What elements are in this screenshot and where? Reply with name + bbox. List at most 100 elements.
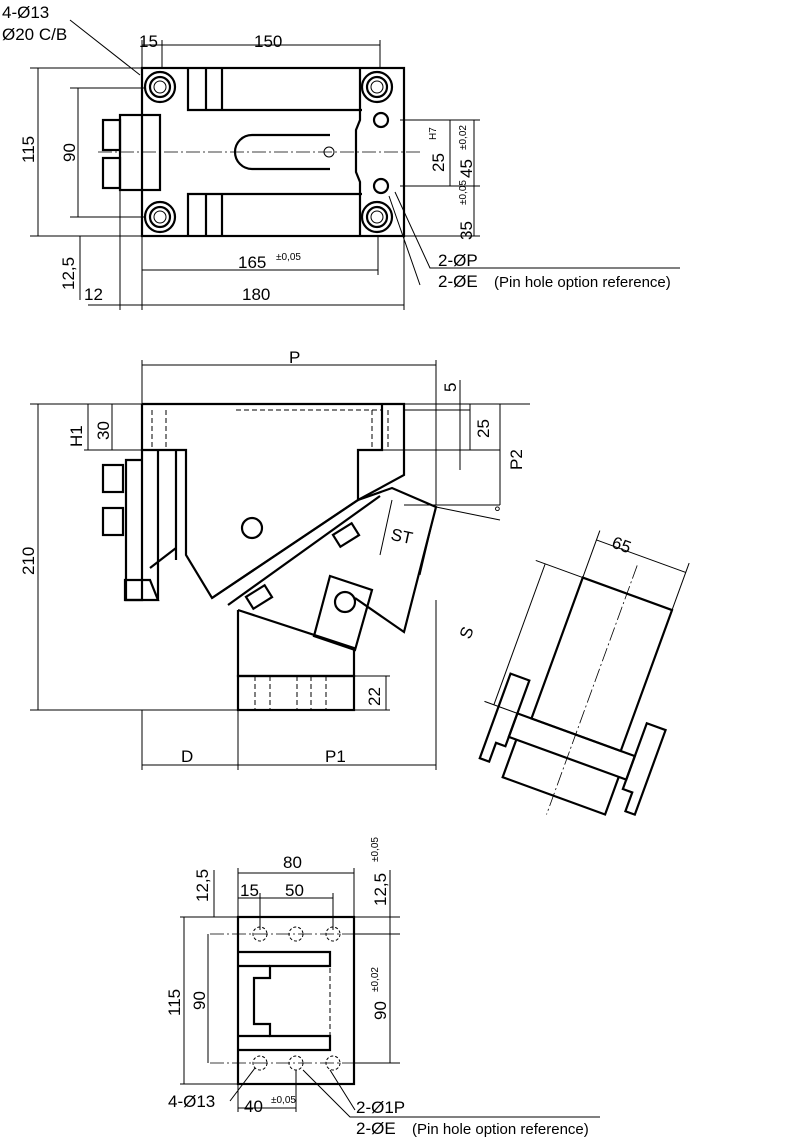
dim-H1: H1 [67, 425, 86, 447]
dim-50: 50 [285, 881, 304, 900]
slot-center-hole [323, 146, 335, 158]
pin-hole-lower [372, 177, 390, 195]
jaw-base [501, 739, 620, 816]
hole-leader [69, 19, 141, 76]
dim-h1-30-lines [84, 404, 142, 451]
dim-P-line [141, 360, 437, 505]
cylinder-body [124, 450, 160, 602]
bottom-inner-steps [238, 964, 270, 1038]
side-port-lower [101, 506, 125, 537]
port-fitting-lower [101, 156, 122, 190]
side-base-hidden [254, 676, 327, 710]
bottom-dim-right [354, 870, 400, 1064]
cbore-holes [143, 70, 394, 234]
cbore-label: Ø20 C/B [2, 25, 67, 44]
side-base-plate [236, 674, 356, 712]
dim-S: S [456, 624, 478, 641]
tol-35: ±0,05 [458, 180, 469, 205]
jaw-center-line [546, 565, 638, 815]
bottom-holes [252, 926, 341, 1071]
bottom-pin-e-label: 2-ØE [356, 1119, 396, 1138]
dim-210: 210 [19, 547, 38, 575]
lever-pivot [333, 590, 357, 614]
dim-35: 35 [457, 221, 476, 240]
bottom-dim-left [180, 916, 238, 1085]
dim-12: 12 [84, 285, 103, 304]
dim-45: 45 [457, 159, 476, 178]
port-fitting-upper [101, 118, 122, 152]
dim-P2: P2 [507, 449, 526, 470]
port-block [118, 113, 162, 192]
dim-S-line [484, 559, 583, 714]
dim-15-bottom: 15 [240, 881, 259, 900]
pin-e-label: 2-ØE [438, 272, 478, 291]
top-inner-rails [186, 68, 362, 236]
dim-150: 150 [254, 32, 282, 51]
jaw-view [478, 530, 690, 817]
side-top-right [142, 402, 406, 502]
side-dim-right [380, 380, 530, 506]
side-base-upper [236, 608, 356, 678]
slide-block-lower [244, 583, 274, 611]
side-top-left [140, 404, 359, 600]
dim-30: 30 [94, 421, 113, 440]
dim-210-line [30, 403, 238, 711]
cylinder-rod [149, 450, 178, 600]
dim-65: 65 [609, 533, 633, 557]
dim-90-line [70, 87, 145, 218]
dim-90: 90 [60, 143, 79, 162]
side-hidden-lines [151, 409, 389, 450]
top-dim-lines-right [400, 119, 480, 237]
dim-90-right: 90 [371, 1001, 390, 1020]
dim-40-line [237, 1070, 297, 1112]
dim-25-side: 25 [474, 419, 493, 438]
dim-15: 15 [139, 32, 158, 51]
bottom-view: 80 12,5 12,5 ±0,05 15 50 115 90 90 ±0,02… [165, 837, 600, 1138]
top-dim-lines-upper [141, 40, 381, 68]
dim-25-h7: 25 [429, 153, 448, 172]
dim-90-left: 90 [190, 991, 209, 1010]
top-dim-lines-lower [75, 190, 405, 310]
dim-12-5-right: 12,5 [371, 873, 390, 906]
pin-hole-upper [372, 111, 390, 129]
dim-P1: P1 [325, 747, 346, 766]
jaw-fingers [478, 672, 667, 817]
dim-D-P1-lines [141, 600, 437, 770]
dim-165: 165 [238, 253, 266, 272]
pin-p-label: 2-ØP [438, 251, 478, 270]
slide-rail [227, 495, 381, 606]
jaw-plate [507, 711, 637, 782]
top-inner-steps [204, 68, 224, 236]
bottom-body [236, 915, 356, 1086]
pin-e-note: (Pin hole option reference) [494, 274, 671, 291]
dim-80: 80 [283, 853, 302, 872]
slide-block-upper [331, 521, 361, 549]
tol-165: ±0,05 [276, 252, 301, 263]
pin-1p-label: 2-Ø1P [356, 1098, 405, 1117]
dim-80-line [237, 868, 355, 917]
holes-label: 4-Ø13 [2, 3, 49, 22]
pin-leaders [388, 191, 680, 286]
dim-P: P [289, 348, 300, 367]
dim-65-line [582, 530, 690, 611]
tol-45: ±0,02 [458, 125, 469, 150]
bottom-holes-label: 4-Ø13 [168, 1092, 215, 1111]
bottom-pin-e-note: (Pin hole option reference) [412, 1121, 589, 1138]
side-port-upper [101, 463, 125, 494]
tol-h7: H7 [428, 127, 439, 140]
dim-12-5: 12,5 [59, 257, 78, 290]
dim-ST: ST [389, 525, 414, 548]
dim-D: D [181, 747, 193, 766]
angle-degree: ° [494, 503, 501, 522]
dim-12-5-left: 12,5 [193, 869, 212, 902]
dim-22-line [354, 675, 390, 711]
bottom-pin-leaders [302, 1069, 600, 1118]
tol-90: ±0,02 [370, 967, 381, 992]
tol-12-5: ±0,05 [370, 837, 381, 862]
dim-115: 115 [19, 136, 38, 163]
bottom-holes-leader [229, 1067, 256, 1102]
side-view: P 5 25 P2 H1 30 210 ST ° 22 D P1 [19, 348, 530, 770]
st-lines [379, 499, 501, 576]
dim-180: 180 [242, 285, 270, 304]
top-right-edge [354, 68, 362, 236]
